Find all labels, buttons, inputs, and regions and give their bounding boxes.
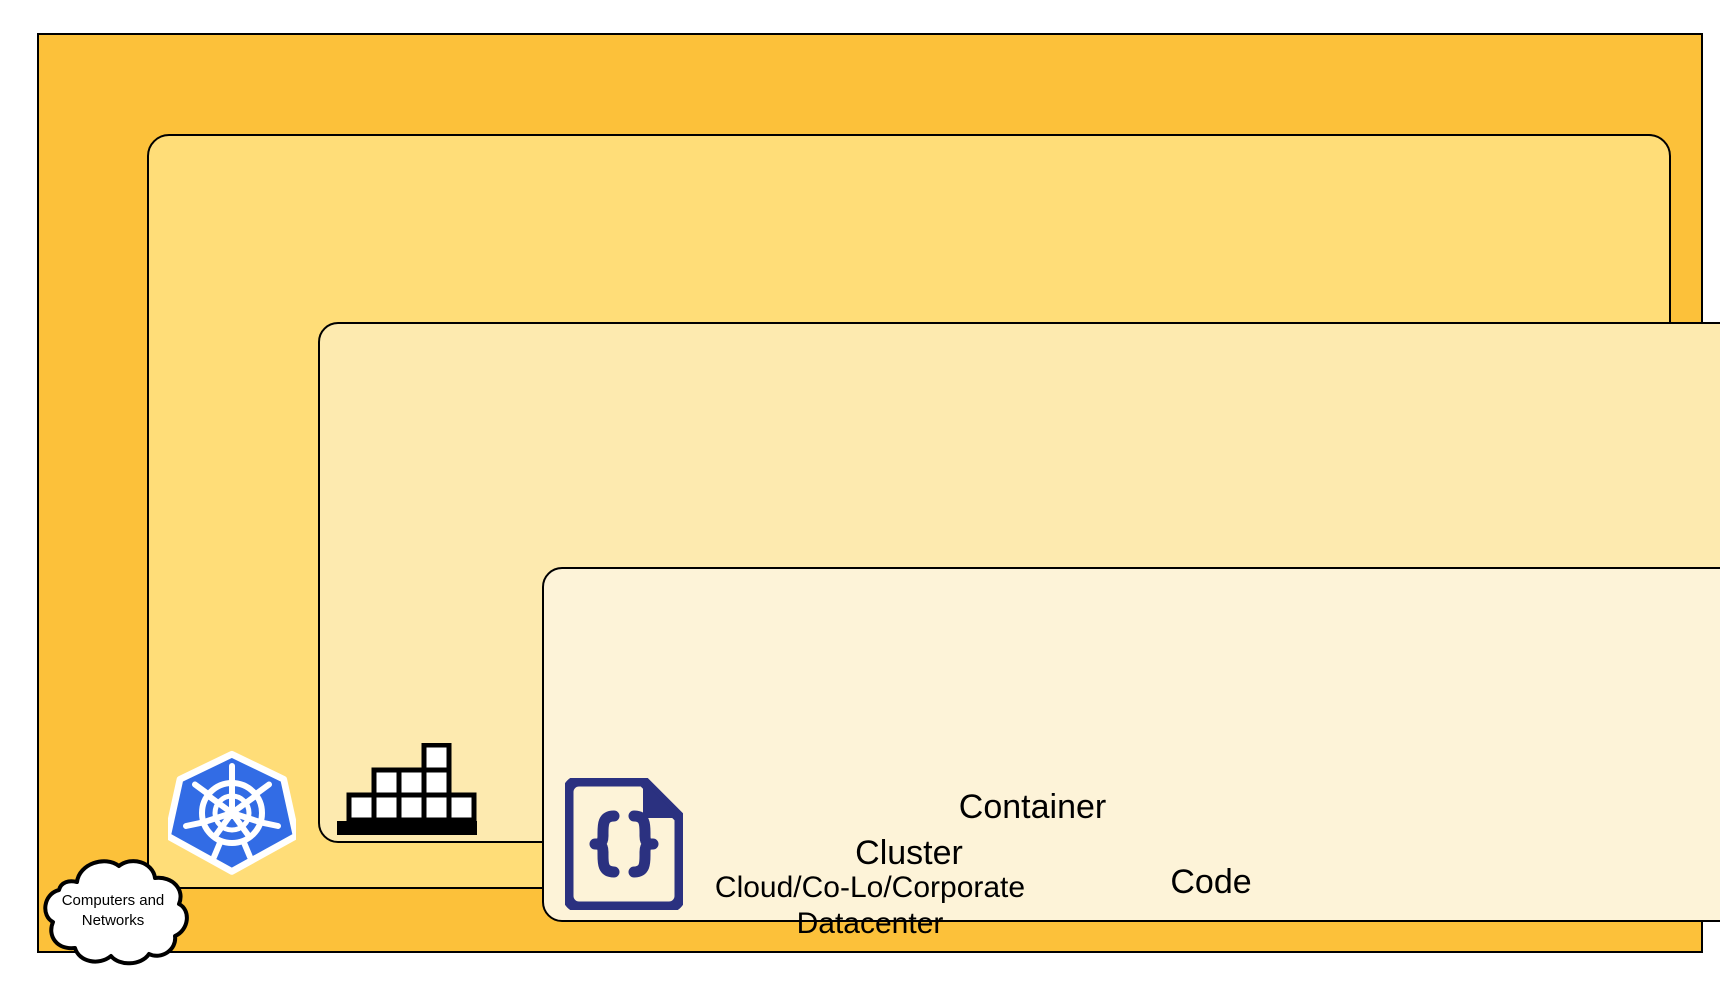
layer-label-code: Code [1170,862,1252,901]
layer-cluster[interactable]: Code [147,134,1720,922]
container-boxes-icon [337,742,477,835]
layer-code[interactable]: Code [542,567,1720,922]
layer-datacenter[interactable]: Code [37,33,1720,953]
code-document-icon [562,775,686,913]
layer-label-cluster: Cluster [855,833,963,872]
kubernetes-icon [164,749,300,877]
layer-label-datacenter: Cloud/Co-Lo/Corporate Datacenter [714,871,1026,940]
layer-container[interactable]: Code [318,322,1720,922]
computers-and-networks-callout[interactable]: Computers and Networks [33,852,193,970]
layer-label-container: Container [958,787,1107,826]
